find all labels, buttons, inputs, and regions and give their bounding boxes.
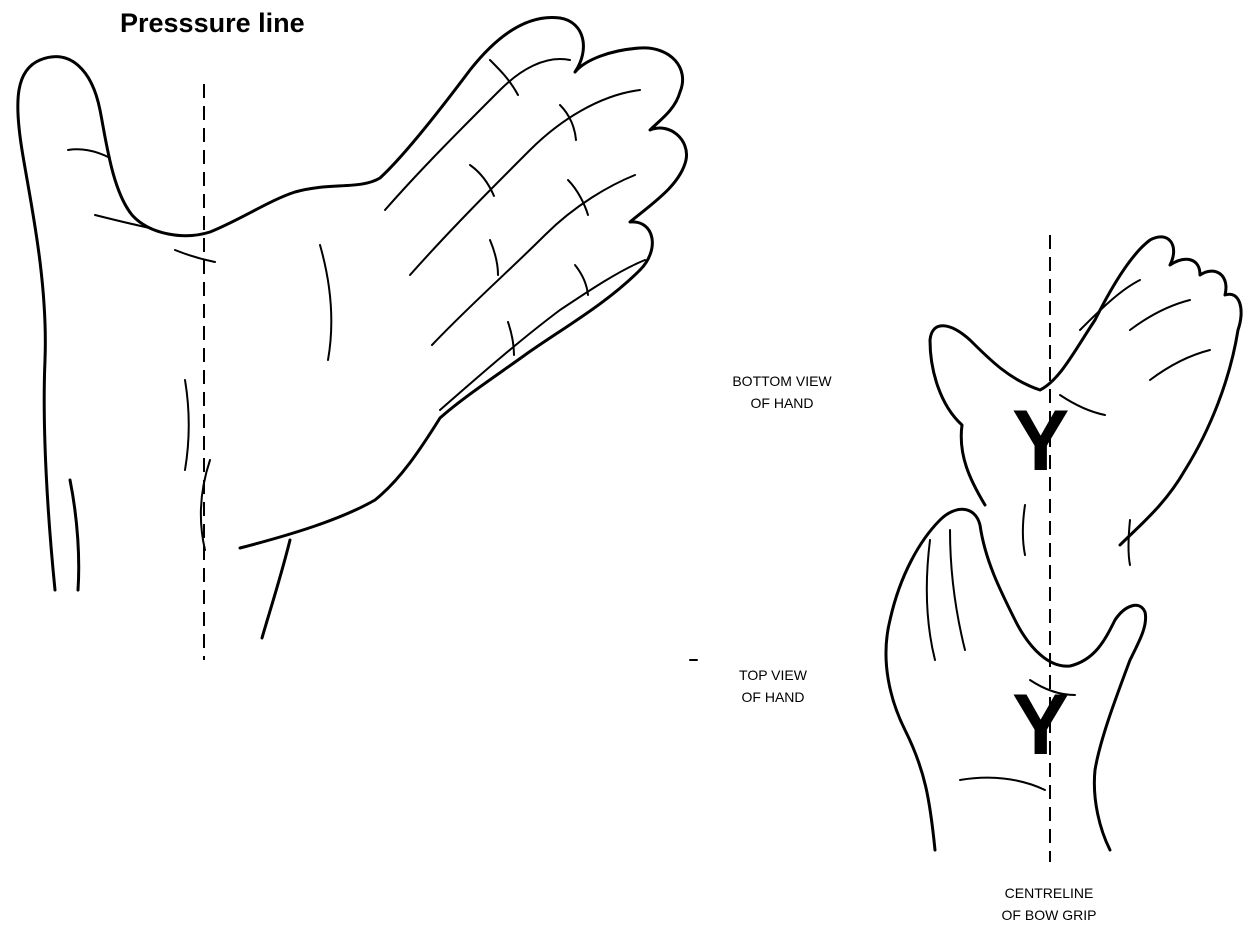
bottom-view-label-line-2: OF HAND [712, 392, 852, 414]
pressure-line-title: Presssure line [120, 8, 305, 39]
top-view-label-line-1: TOP VIEW [703, 664, 843, 686]
top-y-marker: Y [1012, 682, 1069, 768]
bottom-view-label-line-1: BOTTOM VIEW [712, 370, 852, 392]
centreline-label-line-2: OF BOW GRIP [979, 904, 1119, 926]
large-hand-illustration [18, 17, 687, 638]
top-view-label-line-2: OF HAND [703, 686, 843, 708]
top-view-label: TOP VIEW OF HAND [703, 664, 843, 708]
centreline-label: CENTRELINE OF BOW GRIP [979, 882, 1119, 926]
bottom-y-marker: Y [1012, 398, 1069, 484]
bottom-view-label: BOTTOM VIEW OF HAND [712, 370, 852, 414]
centreline-label-line-1: CENTRELINE [979, 882, 1119, 904]
